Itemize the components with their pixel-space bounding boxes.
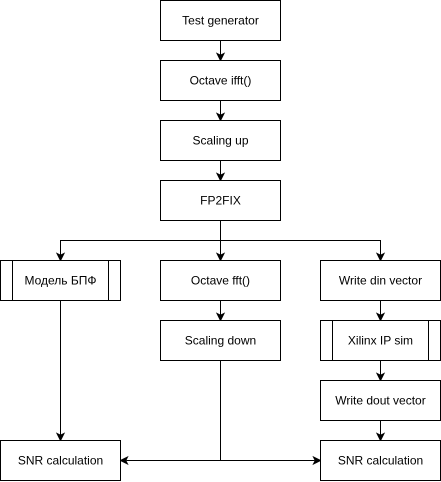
edge-write-din-vector-to-xilinx-ip-sim [375, 300, 386, 322]
arrowhead [375, 252, 386, 262]
edge-line [126, 360, 221, 461]
node-box [160, 60, 281, 101]
arrowhead [119, 455, 129, 466]
edge-scaling-down-to-snr-calculation-left [119, 360, 221, 466]
node-octave-ifft: Octave ifft() [160, 60, 281, 101]
edge-fft-model-to-snr-calculation-left [55, 300, 66, 442]
node-label: Модель БПФ [24, 274, 96, 288]
edge-octave-ifft-to-scaling-up [215, 100, 226, 122]
node-box [320, 440, 441, 481]
node-box [160, 180, 281, 221]
node-box [0, 440, 121, 481]
arrowhead [215, 252, 226, 262]
arrowhead [215, 172, 226, 182]
node-box [0, 260, 121, 301]
node-box [160, 120, 281, 161]
node-fft-model: Модель БПФ [0, 260, 121, 301]
node-scaling-down: Scaling down [160, 320, 281, 361]
node-scaling-up: Scaling up [160, 120, 281, 161]
arrowhead [215, 52, 226, 62]
node-label: SNR calculation [18, 454, 103, 468]
edge-write-dout-vector-to-snr-calculation-right [375, 420, 386, 442]
node-label: Octave ifft() [190, 74, 252, 88]
node-box [320, 260, 441, 301]
node-label: FP2FIX [200, 194, 241, 208]
edge-scaling-up-to-fp2fix [215, 160, 226, 182]
edge-xilinx-ip-sim-to-write-dout-vector [375, 360, 386, 382]
edge-line [60, 220, 221, 255]
edge-test-generator-to-octave-ifft [215, 40, 226, 62]
node-write-dout-vector: Write dout vector [320, 380, 441, 421]
edge-line [220, 360, 315, 461]
node-label: Write din vector [339, 274, 422, 288]
node-snr-calculation-left: SNR calculation [0, 440, 121, 481]
edge-fp2fix-to-fft-model [55, 220, 221, 262]
edge-line [220, 220, 381, 255]
node-label: Xilinx IP sim [348, 334, 413, 348]
node-label: Write dout vector [335, 394, 425, 408]
arrowhead [312, 455, 322, 466]
edge-fp2fix-to-write-din-vector [220, 220, 386, 262]
node-test-generator: Test generator [160, 0, 281, 41]
node-label: Test generator [182, 14, 259, 28]
node-octave-fft: Octave fft() [160, 260, 281, 301]
arrowhead [215, 112, 226, 122]
node-box [160, 0, 281, 41]
arrowhead [55, 432, 66, 442]
arrowhead [375, 432, 386, 442]
arrowhead [215, 312, 226, 322]
node-box [160, 260, 281, 301]
node-snr-calculation-right: SNR calculation [320, 440, 441, 481]
node-box [320, 320, 441, 361]
node-label: Octave fft() [191, 274, 250, 288]
arrowhead [375, 372, 386, 382]
node-label: Scaling up [192, 134, 248, 148]
edge-octave-fft-to-scaling-down [215, 300, 226, 322]
arrowhead [55, 252, 66, 262]
node-write-din-vector: Write din vector [320, 260, 441, 301]
edge-scaling-down-to-snr-calculation-right [220, 360, 322, 466]
node-label: SNR calculation [338, 454, 423, 468]
edges-layer [55, 40, 386, 466]
node-label: Scaling down [185, 334, 256, 348]
node-fp2fix: FP2FIX [160, 180, 281, 221]
arrowhead [375, 312, 386, 322]
node-xilinx-ip-sim: Xilinx IP sim [320, 320, 441, 361]
node-box [160, 320, 281, 361]
